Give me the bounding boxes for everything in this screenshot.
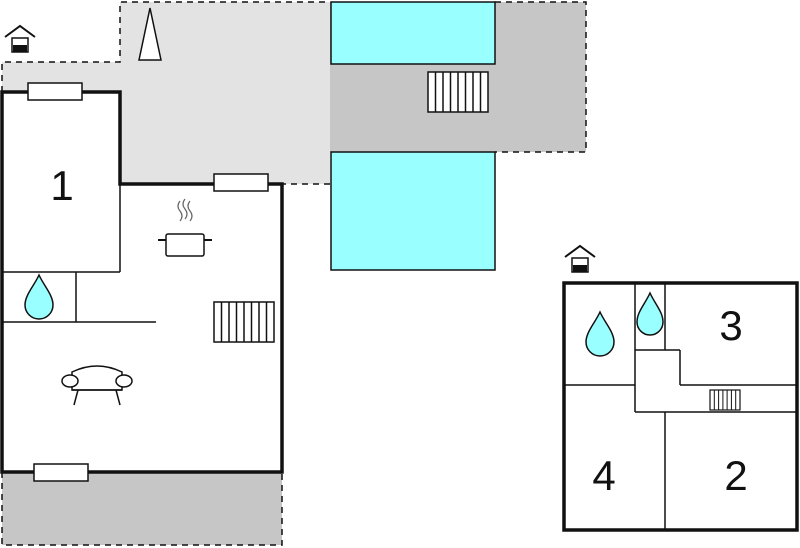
terrace-bottom [2,472,282,545]
water-drop-icon [636,291,664,336]
house-entrance-icon [4,24,36,53]
room-label-1: 1 [50,162,73,209]
stairs-icon [213,301,275,343]
window [213,173,269,192]
house-entrance-icon [564,244,596,273]
cooking-pot-icon [158,198,212,257]
room-label-4: 4 [592,452,615,499]
pool-bottom [330,151,496,271]
terrace-light-outline [1,1,330,185]
water-drop-icon [585,310,615,357]
north-arrow-icon [138,7,162,61]
pool-top [330,1,496,65]
room-label-2: 2 [724,452,747,499]
stairs-icon [709,389,741,411]
room-label-3: 3 [719,302,742,349]
terrace-light [2,2,330,185]
window [27,82,83,101]
water-drop-icon [24,273,54,320]
sofa-icon [61,365,133,406]
terrace-bottom-outline [1,472,283,546]
terrace-dark-outline [495,1,587,153]
stairs-icon [427,71,489,113]
window [33,463,89,482]
